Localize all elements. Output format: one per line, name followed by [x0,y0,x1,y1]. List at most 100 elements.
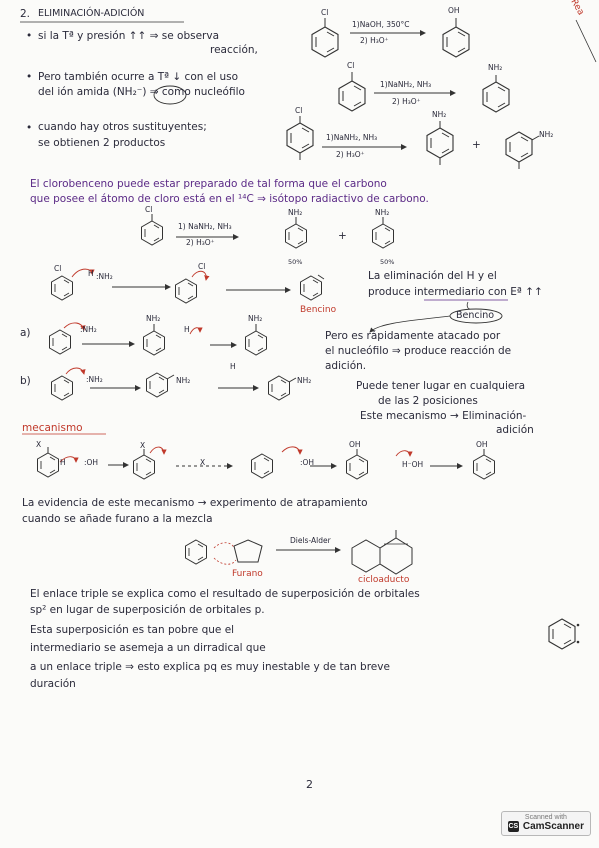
condition-1b: 2) H₃O⁺ [360,36,389,45]
hydroxide-anion: :OH [300,458,315,467]
final-line-1: El enlace triple se explica como el resu… [30,588,420,600]
condition-4a: 1) NaNH₂, NH₃ [178,222,232,231]
positions-line-4: adición [496,424,534,436]
chlorobenzene-ring [51,275,73,301]
nh2-label: NH₂ [432,110,447,119]
benzyne-ring [300,275,322,301]
nh2-label: NH₂ [297,376,312,385]
cl-label: Cl [198,262,206,271]
para-product-ring [426,127,454,159]
nh2-label: NH₂ [176,376,191,385]
cl-label: Cl [145,205,153,214]
condition-3a: 1)NaNH₂, NH₃ [326,133,378,142]
bullet-dot: • [26,71,33,83]
benzyne-ring [51,375,73,401]
cycloadduct-benzene [351,539,381,573]
percent-2: 50% [380,258,395,266]
x-label: X [140,441,146,450]
elimination-line-1: La eliminación del H y el [368,270,497,282]
positions-line-3: Este mecanismo → Eliminación- [360,410,527,422]
attack-line-3: adición. [325,360,367,372]
phenol-ring [442,26,470,58]
cicloaducto-label: cicloaducto [358,575,410,585]
chlorobenzene-ring [311,26,339,58]
carbanion-ring [175,278,197,304]
elimination-line-2: produce intermediario con Eª ↑↑ [368,286,543,298]
route-b-label: b) [20,375,31,387]
attack-line-1: Pero es rápidamente atacado por [325,330,501,342]
benzyne-ring [251,453,273,479]
bullet-1-line-1: si la Tª y presión ↑↑ ⇒ se observa [38,30,220,42]
aniline-ring [245,330,267,356]
benzyne-ring [185,539,207,565]
meta-aniline-ring [268,375,290,401]
amide-anion: :NH₂ [96,272,113,281]
halobenzene-ring [37,452,59,478]
final-line-6: duración [30,678,76,690]
substituted-chlorobenzene-ring [286,122,314,154]
nh2-label: NH₂ [146,314,161,323]
final-line-3: Esta superposición es tan pobre que el [30,624,235,636]
oh-label: OH [349,440,361,449]
diradical-ring [548,618,576,650]
scanner-brand: CS CamScanner [507,821,584,832]
positions-line-1: Puede tener lugar en cualquiera [356,380,526,392]
condition-3b: 2) H₃O⁺ [336,150,365,159]
section-number: 2. [20,8,31,20]
x-label: X [36,440,42,449]
bullet-dot: • [26,30,33,42]
hydroxide-anion: :OH [84,458,99,467]
condition-2b: 2) H₃O⁺ [392,97,421,106]
nh2-label: NH₂ [488,63,503,72]
section-title: ELIMINACIÓN-ADICIÓN [38,8,145,19]
camscanner-badge: Scanned with CS CamScanner [500,811,591,836]
amino-carbanion-ring [143,330,165,356]
scanner-brand-text: CamScanner [522,821,584,832]
bullet-dot: • [26,122,33,134]
oh-label: OH [476,440,488,449]
water-label: H⁻OH [402,460,424,469]
amide-anion: :NH₂ [86,375,103,384]
amide-circle [153,85,187,105]
bencino-label: Bencino [300,305,337,315]
x-anion: X [200,458,206,467]
oh-label: OH [448,6,460,15]
nh2-label: NH₂ [375,208,390,217]
cycloadduct-bicycle [379,537,413,575]
furan-ring [233,539,263,563]
bencino-circled: Bencino [456,310,495,321]
cl-label: Cl [295,106,303,115]
h-label: H [184,325,190,334]
cl-label: Cl [54,264,62,273]
paragraph-1-line-1: El clorobenceno puede estar preparado de… [30,178,387,190]
phenolate-ring [346,454,368,480]
phenol-ring [473,454,495,480]
diels-alder-label: Diels-Alder [290,536,331,545]
cl-label: Cl [347,61,355,70]
aniline-product-ring [285,223,307,249]
condition-2a: 1)NaNH₂, NH₃ [380,80,432,89]
condition-1a: 1)NaOH, 350°C [352,20,410,29]
bullet-2-line-1: Pero también ocurre a Tª ↓ con el uso [38,71,239,83]
positions-line-2: de las 2 posiciones [378,395,478,407]
benzyne-ring [49,329,71,355]
meta-product-ring [505,131,533,163]
meta-carbanion-ring [146,372,168,398]
chlorobenzene-ring [338,80,366,112]
plus-sign: + [338,230,347,242]
bullet-3-line-2: se obtienen 2 productos [38,137,166,149]
route-a-label: a) [20,327,31,339]
nh2-label: NH₂ [539,130,554,139]
mecanismo-heading: mecanismo [22,422,83,434]
final-line-5: a un enlace triple ⇒ esto explica pq es … [30,661,390,673]
final-line-4: intermediario se asemeja a un dirradical… [30,642,266,654]
camscanner-icon: CS [507,821,519,832]
carbanion-ring [133,454,155,480]
aniline-product-ring [372,223,394,249]
condition-4b: 2) H₃O⁺ [186,238,215,247]
paragraph-1-line-2: que posee el átomo de cloro está en el ¹… [30,193,429,205]
aniline-ring [482,81,510,113]
scanner-caption: Scanned with [524,814,567,821]
h-label: H [88,269,94,278]
